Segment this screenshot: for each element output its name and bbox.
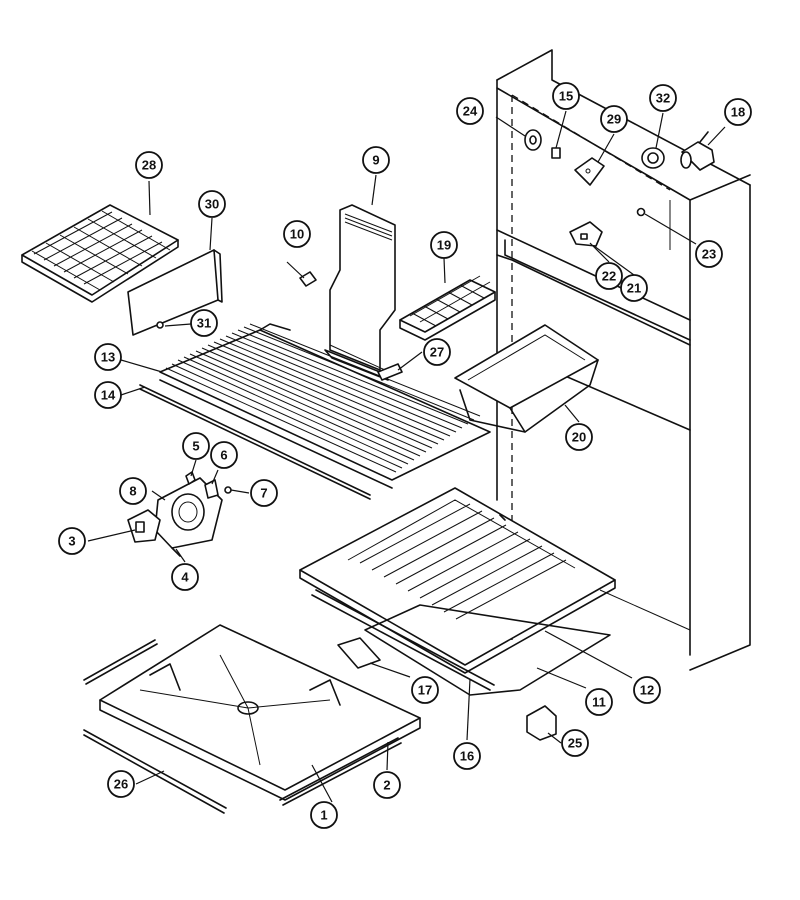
callout-label-27: 27 — [430, 345, 444, 360]
screw-7 — [224, 486, 232, 494]
clip-15 — [551, 147, 561, 159]
panel-30 — [127, 249, 223, 336]
callout-label-6: 6 — [220, 448, 227, 463]
callout-1: 1 — [310, 801, 338, 829]
damper-housing-8 — [154, 477, 223, 549]
callout-30: 30 — [198, 190, 226, 218]
callout-label-26: 26 — [114, 777, 128, 792]
callout-31: 31 — [190, 309, 218, 337]
callout-label-31: 31 — [197, 316, 211, 331]
callout-5: 5 — [182, 432, 210, 460]
callout-18: 18 — [724, 98, 752, 126]
callout-28: 28 — [135, 151, 163, 179]
bracket-27 — [377, 363, 403, 381]
callout-label-2: 2 — [383, 778, 390, 793]
callout-27: 27 — [423, 338, 451, 366]
trim-strip-2 — [279, 737, 402, 806]
callout-24: 24 — [456, 97, 484, 125]
leader-lines — [87, 110, 726, 803]
callout-label-29: 29 — [607, 112, 621, 127]
callout-label-20: 20 — [572, 430, 586, 445]
callout-25: 25 — [561, 729, 589, 757]
callout-10: 10 — [283, 220, 311, 248]
screw-23 — [636, 207, 646, 217]
shelf-insert-11 — [364, 604, 611, 696]
callout-label-4: 4 — [181, 570, 189, 585]
screw-31 — [156, 321, 164, 329]
callout-label-10: 10 — [290, 227, 304, 242]
callout-label-13: 13 — [101, 350, 115, 365]
clip-25 — [526, 705, 557, 741]
callout-3: 3 — [58, 527, 86, 555]
callout-label-21: 21 — [627, 281, 641, 296]
callout-13: 13 — [94, 343, 122, 371]
callout-label-5: 5 — [192, 439, 199, 454]
callout-label-1: 1 — [320, 808, 327, 823]
callout-29: 29 — [600, 105, 628, 133]
callout-label-32: 32 — [656, 91, 670, 106]
cabinet-liner — [496, 49, 751, 671]
callout-label-16: 16 — [460, 749, 474, 764]
callout-label-3: 3 — [68, 534, 75, 549]
callout-label-7: 7 — [260, 486, 267, 501]
callout-7: 7 — [250, 479, 278, 507]
ice-tray-28 — [21, 204, 179, 303]
damper-part-4 — [171, 547, 181, 557]
callout-14: 14 — [94, 381, 122, 409]
callout-label-14: 14 — [101, 388, 116, 403]
callout-4: 4 — [171, 563, 199, 591]
callout-22: 22 — [595, 262, 623, 290]
callout-8: 8 — [119, 477, 147, 505]
callout-2: 2 — [373, 771, 401, 799]
callout-21: 21 — [620, 274, 648, 302]
callout-label-19: 19 — [437, 238, 451, 253]
clip-6 — [204, 479, 219, 499]
callout-label-8: 8 — [129, 484, 136, 499]
trim-strip-26 — [83, 639, 227, 814]
callout-label-25: 25 — [568, 736, 582, 751]
callout-12: 12 — [633, 676, 661, 704]
ice-cube-tray-19 — [399, 275, 496, 341]
callout-17: 17 — [411, 676, 439, 704]
trim-17 — [337, 637, 381, 669]
callout-15: 15 — [552, 82, 580, 110]
control-knob-32 — [641, 147, 665, 169]
callout-label-28: 28 — [142, 158, 156, 173]
callout-label-9: 9 — [372, 153, 379, 168]
trim-strip-16 — [311, 589, 495, 691]
crisper-pan-20 — [454, 324, 599, 433]
shelf-rail-14 — [139, 384, 371, 500]
callout-label-17: 17 — [418, 683, 432, 698]
glass-shelf-12 — [299, 487, 616, 674]
callout-label-24: 24 — [463, 104, 478, 119]
crisper-cover-1 — [99, 624, 421, 801]
callout-23: 23 — [695, 240, 723, 268]
callout-label-30: 30 — [205, 197, 219, 212]
callout-16: 16 — [453, 742, 481, 770]
bracket-29 — [574, 157, 605, 186]
callout-label-18: 18 — [731, 105, 745, 120]
air-duct-9 — [324, 204, 396, 381]
callout-label-12: 12 — [640, 683, 654, 698]
hinge-bracket-21-22 — [569, 221, 603, 247]
callout-label-15: 15 — [559, 89, 573, 104]
callout-20: 20 — [565, 423, 593, 451]
callout-9: 9 — [362, 146, 390, 174]
callout-label-23: 23 — [702, 247, 716, 262]
wire-shelf-13 — [159, 323, 491, 489]
screw-10 — [299, 271, 317, 287]
callout-19: 19 — [430, 231, 458, 259]
light-socket-18 — [680, 131, 715, 171]
callout-11: 11 — [585, 688, 613, 716]
callout-26: 26 — [107, 770, 135, 798]
damper-control-3 — [127, 509, 161, 543]
callout-6: 6 — [210, 441, 238, 469]
callout-32: 32 — [649, 84, 677, 112]
thermostat-knob-24 — [524, 129, 542, 151]
callout-label-11: 11 — [592, 695, 606, 710]
callout-label-22: 22 — [602, 269, 616, 284]
screw-5 — [185, 471, 196, 485]
